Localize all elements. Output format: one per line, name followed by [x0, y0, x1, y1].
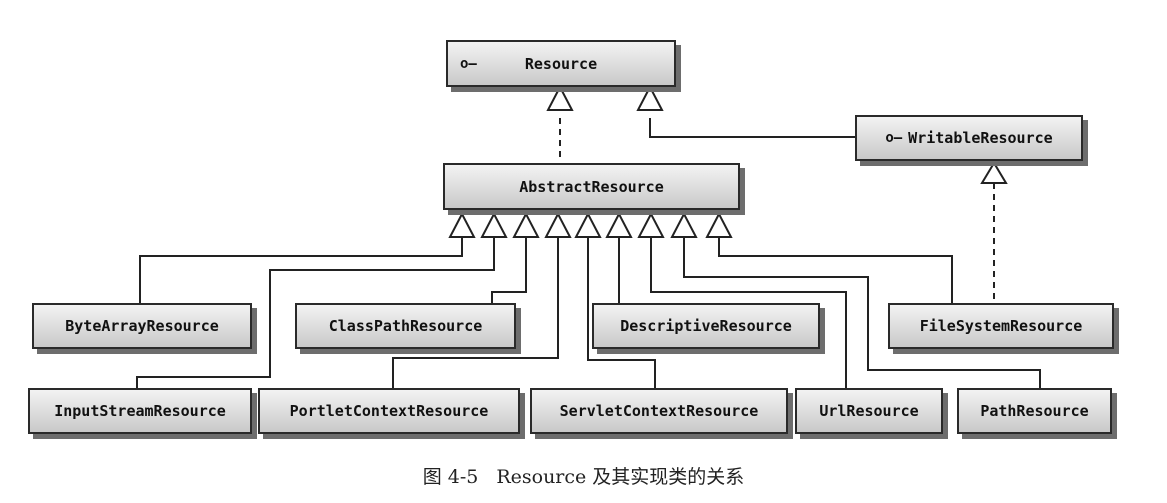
figure-caption-text: Resource 及其实现类的关系: [496, 466, 745, 488]
inheritance-arrowhead: [480, 211, 508, 238]
interface-marker-icon: o—: [460, 55, 477, 72]
inheritance-arrowhead: [544, 211, 572, 238]
inheritance-arrowhead: [512, 211, 540, 238]
descriptive-resource-label: DescriptiveResource: [620, 317, 792, 335]
class-path-resource-box: ClassPathResource: [295, 303, 516, 349]
generalization-line: [683, 237, 1041, 388]
generalization-line: [650, 237, 847, 388]
writable-resource-label: WritableResource: [908, 129, 1053, 147]
servlet-context-resource-label: ServletContextResource: [559, 402, 759, 420]
abstract-resource-box: AbstractResource: [443, 163, 740, 210]
generalization-line: [392, 237, 559, 388]
input-stream-resource-box: InputStreamResource: [28, 388, 252, 434]
generalization-line: [491, 237, 527, 303]
file-system-resource-box: FileSystemResource: [888, 303, 1114, 349]
inheritance-arrowhead: [636, 84, 664, 111]
inheritance-arrowhead: [670, 211, 698, 238]
byte-array-resource-label: ByteArrayResource: [65, 317, 219, 335]
interface-marker-icon: o—: [885, 130, 903, 146]
byte-array-resource-box: ByteArrayResource: [32, 303, 252, 349]
portlet-context-resource-box: PortletContextResource: [258, 388, 520, 434]
generalization-line: [718, 237, 953, 303]
inheritance-arrowhead: [448, 211, 476, 238]
figure-caption: 图 4-5 Resource 及其实现类的关系: [0, 462, 1167, 489]
path-resource-label: PathResource: [980, 402, 1089, 420]
input-stream-resource-label: InputStreamResource: [54, 402, 226, 420]
inheritance-arrowhead: [574, 211, 602, 238]
inheritance-arrowhead: [637, 211, 665, 238]
abstract-resource-label: AbstractResource: [519, 177, 664, 196]
generalization-line: [136, 237, 495, 388]
inheritance-arrowhead: [980, 161, 1008, 184]
class-path-resource-label: ClassPathResource: [328, 317, 483, 335]
url-resource-label: UrlResource: [819, 402, 919, 420]
inheritance-arrowhead: [546, 84, 574, 111]
descriptive-resource-box: DescriptiveResource: [592, 303, 820, 349]
file-system-resource-label: FileSystemResource: [919, 317, 1083, 335]
resource-interface-box: o— Resource: [446, 40, 676, 87]
resource-interface-label: Resource: [524, 54, 598, 73]
servlet-context-resource-box: ServletContextResource: [530, 388, 788, 434]
generalization-line: [587, 237, 656, 388]
portlet-context-resource-label: PortletContextResource: [289, 402, 489, 420]
inheritance-arrowhead: [605, 211, 633, 238]
path-resource-box: PathResource: [957, 388, 1112, 434]
url-resource-box: UrlResource: [795, 388, 943, 434]
figure-number: 图 4-5: [422, 466, 479, 488]
generalization-line: [139, 237, 463, 303]
writable-resource-interface-box: o— WritableResource: [855, 115, 1083, 161]
generalization-line: [649, 118, 855, 138]
inheritance-arrowhead: [705, 211, 733, 238]
